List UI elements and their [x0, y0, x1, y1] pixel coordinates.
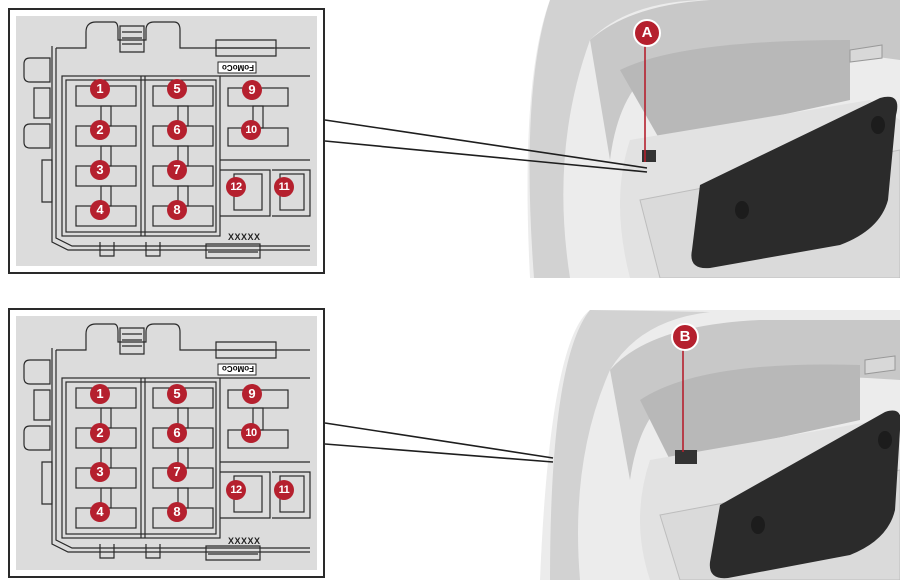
- cargo-area-illustration: [510, 300, 900, 580]
- fuse-box-diagram-top: FoMoCo XXXXX: [8, 8, 325, 274]
- vehicle-cargo-area-photo-top: [510, 0, 900, 278]
- fuse-badge-6: 6: [167, 423, 187, 443]
- fuse-badge-12: 12: [226, 480, 246, 500]
- fuse-badge-10: 10: [241, 423, 261, 443]
- fuse-badge-9: 9: [242, 384, 262, 404]
- fuse-badge-2: 2: [90, 423, 110, 443]
- fuse-badge-4: 4: [90, 502, 110, 522]
- fuse-badge-10: 10: [241, 120, 261, 140]
- fuse-badge-2: 2: [90, 120, 110, 140]
- fuse-badge-1: 1: [90, 79, 110, 99]
- fuse-badge-5: 5: [167, 79, 187, 99]
- fuse-box-diagram-bottom: FoMoCo XXXXX: [8, 308, 325, 578]
- fuse-badge-5: 5: [167, 384, 187, 404]
- fuse-badge-1: 1: [90, 384, 110, 404]
- fuse-badge-12: 12: [226, 177, 246, 197]
- fuse-badge-3: 3: [90, 462, 110, 482]
- fuse-box-outline: [23, 323, 311, 561]
- fuse-badge-4: 4: [90, 200, 110, 220]
- vehicle-cargo-area-photo-bottom: [510, 300, 900, 580]
- fuse-badge-9: 9: [242, 80, 262, 100]
- fuse-badge-3: 3: [90, 160, 110, 180]
- location-marker-b: B: [671, 323, 699, 351]
- fuse-badge-8: 8: [167, 502, 187, 522]
- fuse-badge-7: 7: [167, 160, 187, 180]
- fuse-box-outline: [23, 21, 311, 259]
- fuse-badge-6: 6: [167, 120, 187, 140]
- fuse-badge-11: 11: [274, 177, 294, 197]
- location-marker-a: A: [633, 19, 661, 47]
- part-code-label: XXXXX: [228, 536, 261, 546]
- brand-label: FoMoCo: [222, 364, 254, 373]
- cargo-area-illustration: [510, 0, 900, 278]
- fuse-badge-7: 7: [167, 462, 187, 482]
- brand-label: FoMoCo: [222, 63, 254, 72]
- part-code-label: XXXXX: [228, 232, 261, 242]
- fuse-badge-8: 8: [167, 200, 187, 220]
- fuse-badge-11: 11: [274, 480, 294, 500]
